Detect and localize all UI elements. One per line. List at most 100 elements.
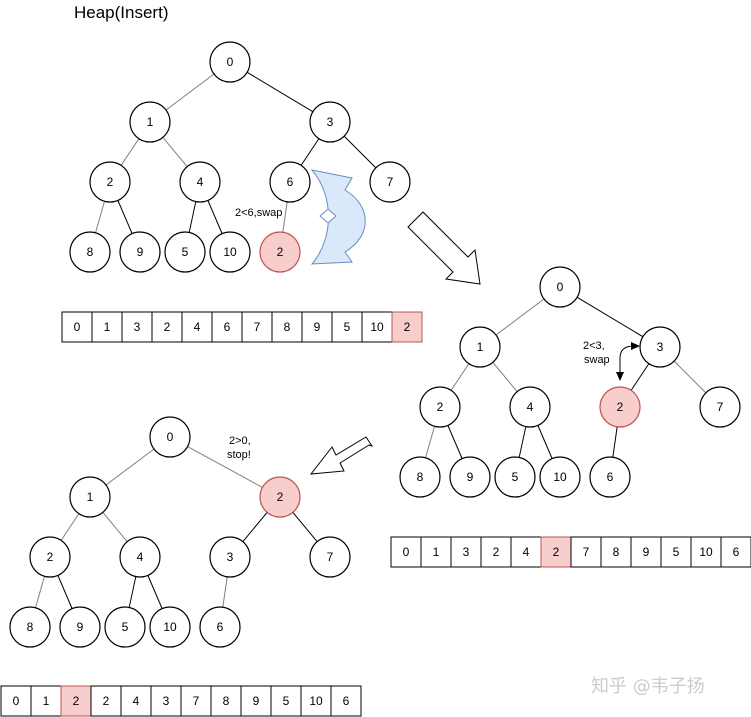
node-value: 9	[137, 245, 144, 259]
tree-node	[269, 161, 311, 203]
tree-node	[69, 231, 111, 273]
tree-edge	[630, 363, 650, 391]
array-cell-value: 7	[193, 694, 200, 708]
array-cell-value: 10	[370, 320, 384, 334]
node-value: 4	[137, 550, 144, 564]
comparison-note: 2<3,	[583, 340, 605, 352]
node-value: 4	[197, 175, 204, 189]
tree-edge	[673, 360, 707, 394]
inserted-node	[259, 476, 301, 518]
tree-node	[209, 41, 251, 83]
comparison-note: 2<6,swap	[235, 207, 282, 219]
array-cell-value: 5	[344, 320, 351, 334]
next-step-arrow-icon	[407, 211, 481, 285]
array-cell	[331, 311, 363, 343]
tree-edge	[128, 576, 137, 608]
tree-edge	[187, 446, 263, 488]
node-value: 3	[657, 340, 664, 354]
tree-edge	[35, 576, 45, 608]
tree-node	[589, 456, 631, 498]
tree-edge	[117, 200, 133, 234]
tree-edge	[165, 73, 215, 111]
inserted-array-cell	[60, 685, 92, 717]
comparison-note: 2>0,	[229, 435, 251, 447]
tree-node	[699, 386, 741, 428]
next-step-arrow-icon-2	[309, 436, 374, 475]
array-cell	[600, 536, 632, 568]
array-cell	[570, 536, 602, 568]
node-value: 7	[717, 400, 724, 414]
node-value: 1	[87, 490, 94, 504]
inserted-node	[259, 231, 301, 273]
tree-node	[449, 456, 491, 498]
array-cell	[181, 311, 213, 343]
array-cell-value: 9	[314, 320, 321, 334]
tree-edge	[576, 296, 644, 338]
node-value: 0	[227, 55, 234, 69]
tree-node	[149, 606, 191, 648]
node-value: 7	[327, 550, 334, 564]
tree-node	[59, 606, 101, 648]
tree-node	[119, 536, 161, 578]
array-cell	[90, 685, 122, 717]
array-cell-value: 2	[553, 545, 560, 559]
tree-node	[419, 386, 461, 428]
array-cell-value: 2	[164, 320, 171, 334]
tree-node	[539, 266, 581, 308]
array-cell	[121, 311, 153, 343]
node-value: 2	[437, 400, 444, 414]
tree-node	[209, 536, 251, 578]
node-value: 9	[467, 470, 474, 484]
array-cell-value: 1	[43, 694, 50, 708]
tree-node	[29, 536, 71, 578]
tree-edge	[105, 448, 155, 486]
node-value: 1	[477, 340, 484, 354]
tree-node	[509, 386, 551, 428]
node-value: 7	[387, 175, 394, 189]
array-cell	[390, 536, 422, 568]
node-value: 8	[87, 245, 94, 259]
tree-node	[149, 416, 191, 458]
array-cell-value: 2	[73, 694, 80, 708]
tree-edge	[120, 138, 140, 166]
watermark-text: 知乎 @韦子扬	[591, 676, 705, 697]
tree-edge	[188, 201, 197, 233]
tree-edge	[612, 426, 618, 458]
array-cell	[120, 685, 152, 717]
array-cell-value: 7	[254, 320, 261, 334]
node-value: 6	[607, 470, 614, 484]
node-value: 10	[223, 245, 237, 259]
array-cell-value: 10	[699, 545, 713, 559]
node-value: 1	[147, 115, 154, 129]
tree-node	[119, 231, 161, 273]
array-cell-value: 4	[133, 694, 140, 708]
array-cell-value: 2	[493, 545, 500, 559]
tree-edge	[537, 425, 553, 459]
array-cell-value: 5	[673, 545, 680, 559]
node-value: 5	[512, 470, 519, 484]
tree-edge	[292, 512, 318, 542]
swap-double-arrow-icon	[619, 345, 635, 376]
array-cell-value: 3	[163, 694, 170, 708]
node-value: 2	[107, 175, 114, 189]
node-value: 2	[277, 245, 284, 259]
node-value: 2	[277, 490, 284, 504]
array-cell	[450, 536, 482, 568]
array-cell-value: 1	[433, 545, 440, 559]
tree-node	[9, 606, 51, 648]
tree-node	[199, 606, 241, 648]
array-cell	[270, 685, 302, 717]
node-value: 6	[217, 620, 224, 634]
tree-node	[309, 536, 351, 578]
array-cell-value: 9	[253, 694, 260, 708]
array-cell-value: 6	[343, 694, 350, 708]
tree-edge	[246, 71, 314, 113]
array-cell-value: 8	[284, 320, 291, 334]
node-value: 3	[327, 115, 334, 129]
inserted-array-cell	[391, 311, 423, 343]
array-cell-value: 0	[13, 694, 20, 708]
tree-edge	[242, 512, 268, 542]
tree-node	[104, 606, 146, 648]
array-cell	[210, 685, 242, 717]
tree-node	[209, 231, 251, 273]
